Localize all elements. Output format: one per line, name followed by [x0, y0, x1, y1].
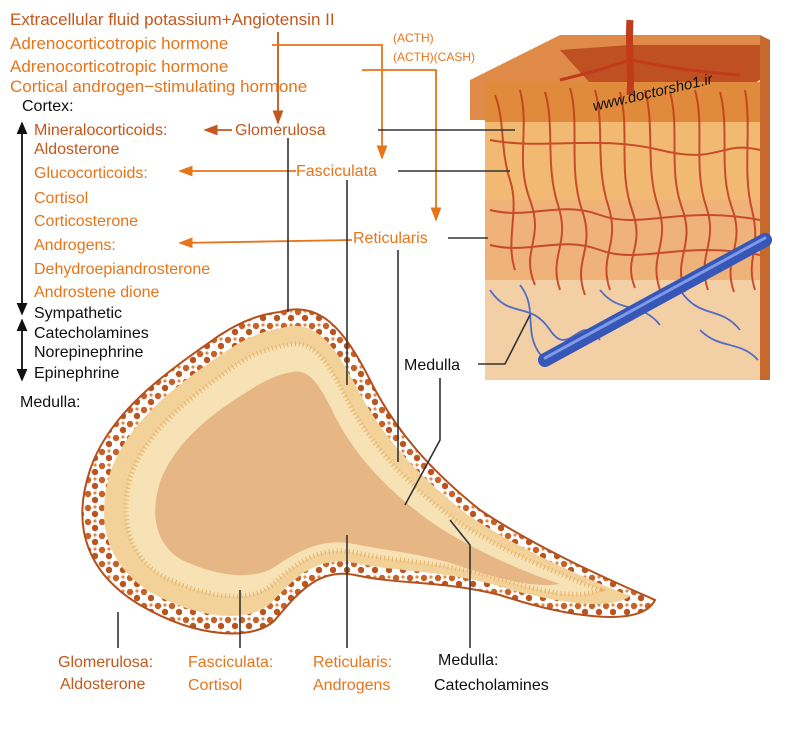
zone-glomerulosa-label: Glomerulosa — [235, 122, 326, 139]
medulla-title: Medulla: — [20, 394, 80, 411]
artery — [625, 19, 635, 96]
artery-branch-right — [631, 58, 741, 77]
regulator-acth-2: Adrenocorticotropic hormone — [10, 57, 228, 76]
bottom-reticularis-title: Reticularis: — [313, 654, 392, 671]
medullary-veins — [489, 284, 759, 361]
sympathetic-label: Sympathetic — [34, 305, 122, 322]
zone-medulla-label: Medulla — [404, 357, 460, 374]
acth-cash-tag: (ACTH)(CASH) — [393, 50, 475, 64]
acth-tag: (ACTH) — [393, 31, 434, 45]
block-right-side — [760, 35, 770, 380]
gland-cross-section — [81, 308, 657, 635]
block-fasciculata-layer — [485, 122, 760, 200]
mineralocorticoids-label: Mineralocorticoids: — [34, 122, 167, 139]
tissue-block — [470, 19, 772, 380]
catecholamines-label: Catecholamines — [34, 325, 149, 342]
zone-fasciculata-label: Fasciculata — [296, 163, 377, 180]
aldosterone-label: Aldosterone — [34, 141, 119, 158]
androstenedione-label: Androstene dione — [34, 284, 160, 301]
cortisol-label: Cortisol — [34, 190, 88, 207]
bottom-medulla-sub: Catecholamines — [434, 677, 549, 694]
artery-branch-left — [559, 58, 631, 82]
dhea-label: Dehydroepiandrosterone — [34, 261, 210, 278]
central-vein — [538, 233, 772, 367]
bottom-fasciculata-title: Fasciculata: — [188, 654, 273, 671]
regulator-labels: Extracellular fluid potassium+Angiotensi… — [10, 10, 475, 96]
cortex-title: Cortex: — [22, 98, 74, 115]
bottom-glomerulosa-sub: Aldosterone — [60, 676, 145, 693]
leader-bottom-medulla — [449, 519, 471, 648]
corticosterone-label: Corticosterone — [34, 213, 138, 230]
bottom-fasciculata-sub: Cortisol — [188, 677, 242, 694]
bottom-glomerulosa-title: Glomerulosa: — [58, 654, 153, 671]
arrow-cash-to-reticularis — [362, 69, 442, 222]
gland-medulla-zone — [155, 371, 560, 586]
regulator-arrows — [16, 32, 442, 382]
norepinephrine-label: Norepinephrine — [34, 344, 144, 361]
bottom-medulla-title: Medulla: — [438, 652, 498, 669]
leader-medulla-gland — [404, 378, 441, 506]
zone-labels: Glomerulosa Fasciculata Reticularis Medu… — [235, 122, 460, 374]
central-vein-highlight — [543, 236, 767, 360]
bottom-labels: Glomerulosa: Aldosterone Fasciculata: Co… — [58, 652, 549, 694]
arrow-acth-to-fasciculata — [272, 44, 388, 160]
bottom-reticularis-sub: Androgens — [313, 677, 390, 694]
androgens-label: Androgens: — [34, 237, 116, 254]
capillary-network — [489, 87, 761, 296]
arrow-reticularis-to-androgens — [178, 237, 353, 249]
zone-reticularis-label: Reticularis — [353, 230, 428, 247]
leader-lines — [117, 129, 531, 648]
glucocorticoids-label: Glucocorticoids: — [34, 165, 148, 182]
left-hormone-list: Cortex: Mineralocorticoids: Aldosterone … — [20, 98, 210, 411]
regulator-acth-1: Adrenocorticotropic hormone — [10, 34, 228, 53]
regulator-cash: Cortical androgen−stimulating hormone — [10, 77, 307, 96]
regulator-angiotensin: Extracellular fluid potassium+Angiotensi… — [10, 10, 335, 29]
leader-medulla-block — [478, 314, 531, 365]
epinephrine-label: Epinephrine — [34, 365, 120, 382]
